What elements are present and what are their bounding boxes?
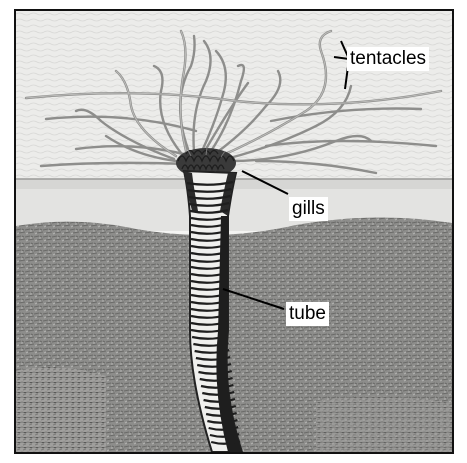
gills-leader xyxy=(242,171,288,194)
diagram-frame: tentacles gills tube xyxy=(14,9,454,454)
tube-label: tube xyxy=(286,302,329,326)
tube-leader xyxy=(223,289,284,309)
tentacles-label: tentacles xyxy=(347,47,429,71)
gills-label: gills xyxy=(289,197,328,221)
leader-lines xyxy=(16,11,452,452)
